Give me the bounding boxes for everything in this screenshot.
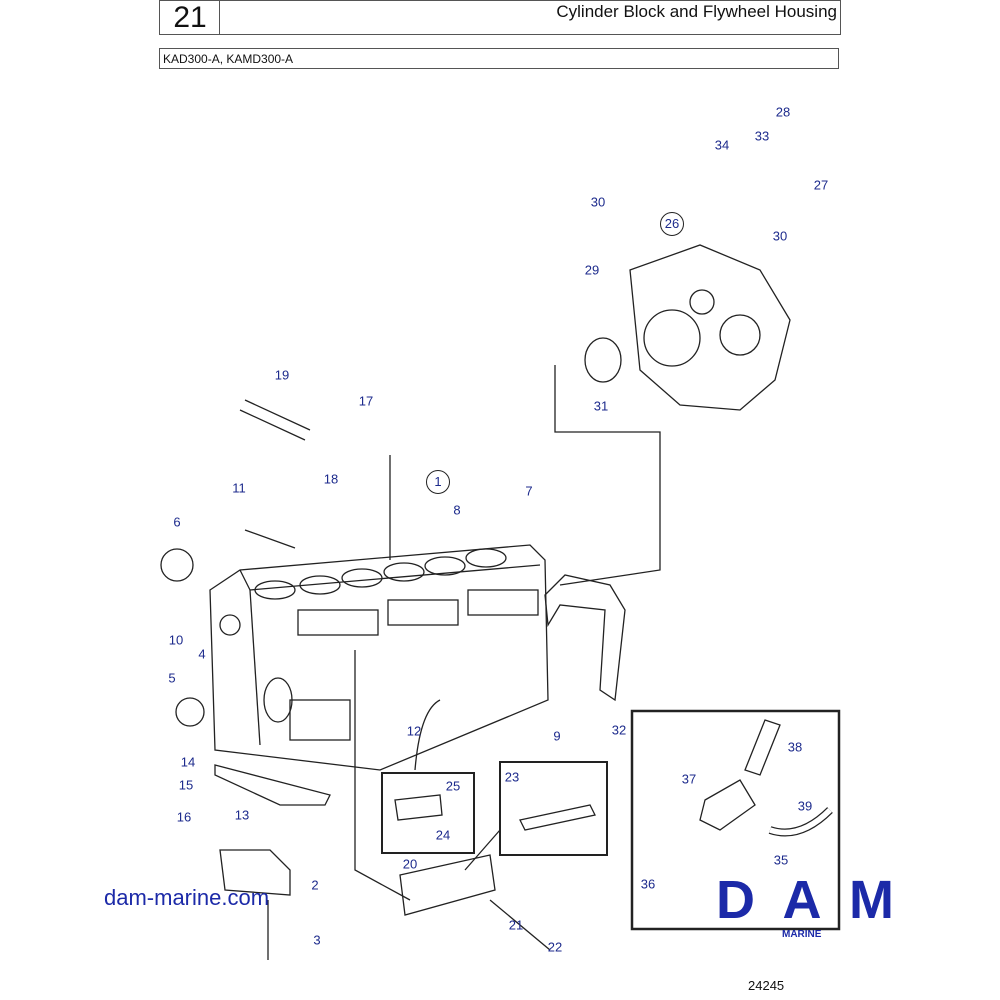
leader-lines xyxy=(244,455,391,560)
gasket xyxy=(544,574,626,702)
plate-20 xyxy=(399,854,496,916)
callout: 37 xyxy=(681,771,697,787)
hose-39-inner xyxy=(769,808,832,836)
callout: 12 xyxy=(406,723,422,739)
leader-bracket xyxy=(554,365,661,586)
svg-text:DAM: DAM xyxy=(716,874,894,924)
callout: 38 xyxy=(787,739,803,755)
callout: 6 xyxy=(173,514,181,530)
hose-38 xyxy=(744,719,781,776)
seal-ring xyxy=(584,337,622,383)
page-title: Cylinder Block and Flywheel Housing xyxy=(556,2,837,21)
callout: 8 xyxy=(453,502,461,518)
callout: 29 xyxy=(584,262,600,278)
dam-logo: DAM xyxy=(716,870,896,930)
callout: 9 xyxy=(553,728,561,744)
logo-subtext: MARINE xyxy=(782,929,822,940)
callout: 19 xyxy=(274,367,290,383)
website-watermark: dam-marine.com xyxy=(104,885,270,910)
callout: 35 xyxy=(773,852,789,868)
callout: 3 xyxy=(313,932,321,948)
callout: 30 xyxy=(590,194,606,210)
fuel-filter xyxy=(699,779,756,831)
dam-logo-graphic: DAM xyxy=(716,870,894,930)
arrow xyxy=(464,829,501,871)
callout: 22 xyxy=(547,939,563,955)
callout: 20 xyxy=(402,856,418,872)
flywheel-housing xyxy=(629,244,791,411)
callout: 23 xyxy=(504,769,520,785)
callout: 1 xyxy=(426,470,450,494)
inset-box-24 xyxy=(381,772,475,854)
main-bearing-cap xyxy=(219,849,291,896)
plate-24 xyxy=(394,794,443,821)
title-box: Cylinder Block and Flywheel Housing xyxy=(219,0,841,35)
callout: 26 xyxy=(660,212,684,236)
callout: 34 xyxy=(714,137,730,153)
callout: 31 xyxy=(593,398,609,414)
callout: 5 xyxy=(168,670,176,686)
callout: 32 xyxy=(611,722,627,738)
cylinder-block xyxy=(209,544,549,771)
callout: 14 xyxy=(180,754,196,770)
callout: 13 xyxy=(234,807,250,823)
pipe xyxy=(239,399,311,441)
callout: 27 xyxy=(813,177,829,193)
callout: 33 xyxy=(754,128,770,144)
leader-line xyxy=(354,650,411,901)
callout: 4 xyxy=(198,646,206,662)
arrow xyxy=(414,699,441,771)
callout: 39 xyxy=(797,798,813,814)
callout: 28 xyxy=(775,104,791,120)
callout: 10 xyxy=(168,632,184,648)
sealant-tube xyxy=(519,804,596,831)
model-list: KAD300-A, KAMD300-A xyxy=(159,48,839,69)
callout: 30 xyxy=(772,228,788,244)
plate-13 xyxy=(214,764,331,806)
page-number: 21 xyxy=(159,0,221,35)
callout: 25 xyxy=(445,778,461,794)
callout: 17 xyxy=(358,393,374,409)
cover-plate xyxy=(160,548,194,582)
callout: 18 xyxy=(323,471,339,487)
inset-box-fuel-filter xyxy=(630,709,841,931)
illustration-reference: 24245 xyxy=(748,978,785,993)
inset-box-23 xyxy=(499,761,608,856)
bolt-22 xyxy=(489,899,551,951)
callout: 2 xyxy=(311,877,319,893)
callout: 24 xyxy=(435,827,451,843)
callout: 15 xyxy=(178,777,194,793)
callout: 7 xyxy=(525,483,533,499)
callout: 16 xyxy=(176,809,192,825)
callout: 11 xyxy=(232,480,246,496)
seal-ring-5 xyxy=(175,697,205,727)
callout: 21 xyxy=(508,917,524,933)
callout: 36 xyxy=(640,876,656,892)
